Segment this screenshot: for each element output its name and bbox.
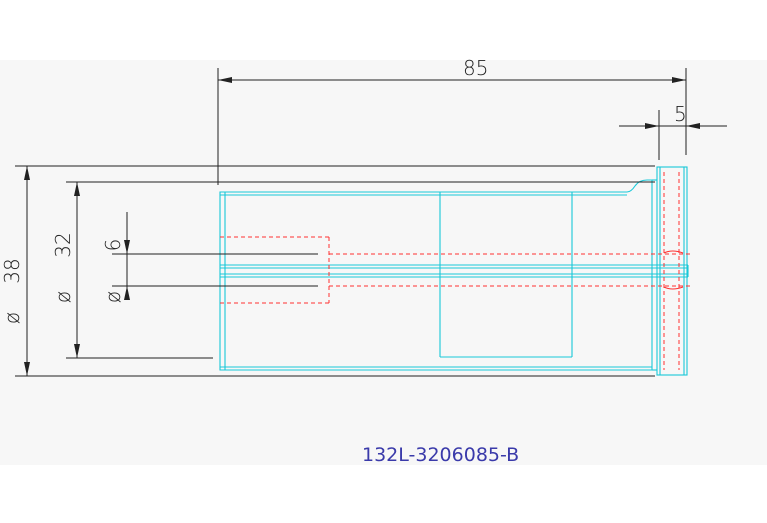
dimension-arrows (24, 77, 700, 376)
part-number: 132L-3206085-B (362, 444, 519, 466)
hole-arcs (663, 250, 684, 290)
hidden-lines (220, 172, 690, 370)
diameter-symbol-38: ø (0, 312, 24, 324)
part-outline (219, 166, 689, 376)
drawing-background (0, 60, 767, 465)
dim-diameter-32: 32 (51, 232, 75, 257)
dim-flange-5: 5 (674, 102, 687, 126)
dimension-lines (15, 68, 727, 377)
dim-diameter-38: 38 (0, 258, 24, 283)
dim-diameter-6: 6 (101, 239, 125, 252)
dim-length-85: 85 (463, 56, 488, 80)
diameter-symbol-6: ø (101, 291, 125, 303)
diameter-symbol-32: ø (51, 291, 75, 303)
